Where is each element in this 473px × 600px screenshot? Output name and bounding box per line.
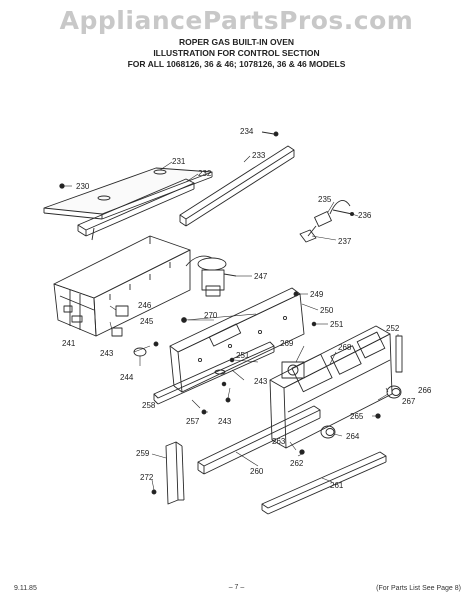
label-252: 252 (386, 324, 400, 333)
leader-lines (64, 155, 399, 491)
label-268: 268 (338, 343, 352, 352)
rail-260 (197, 405, 321, 475)
label-243-low: 243 (218, 417, 232, 426)
label-270: 270 (204, 311, 218, 320)
label-251-right: 251 (330, 320, 344, 329)
label-261: 261 (330, 481, 344, 490)
label-236: 236 (358, 211, 372, 220)
label-257: 257 (186, 417, 200, 426)
thermostat-235 (299, 200, 355, 243)
housing-241 (53, 235, 191, 337)
bracket-259 (165, 441, 185, 505)
knob-266 (386, 385, 402, 399)
label-241: 241 (62, 339, 76, 348)
knob-264 (320, 425, 336, 439)
control-panel-268 (269, 325, 393, 449)
label-267: 267 (402, 397, 416, 406)
label-244: 244 (120, 373, 134, 382)
screw-234 (261, 131, 279, 137)
label-243-mid: 243 (254, 377, 268, 386)
part-labels: 230 231 232 233 234 235 236 237 247 249 … (62, 127, 432, 490)
label-230: 230 (76, 182, 90, 191)
trim-252 (395, 335, 403, 373)
footer-parts-note: (For Parts List See Page 8) (376, 585, 461, 592)
label-265: 265 (350, 412, 364, 421)
clock-269 (281, 361, 305, 379)
label-262: 262 (290, 459, 304, 468)
label-266: 266 (418, 386, 432, 395)
footer-page-number: – 7 – (228, 584, 245, 591)
header-subtitle: ILLUSTRATION FOR CONTROL SECTION (153, 48, 320, 58)
label-245: 245 (140, 317, 154, 326)
label-258: 258 (142, 401, 156, 410)
label-251-mid: 251 (236, 351, 250, 360)
label-235: 235 (318, 195, 332, 204)
bracket-246 (111, 305, 129, 337)
label-237: 237 (338, 237, 352, 246)
label-233: 233 (252, 151, 266, 160)
watermark: AppliancePartsPros.com (59, 6, 414, 35)
label-263: 263 (272, 437, 286, 446)
header-models: FOR ALL 1068126, 36 & 46; 1078126, 36 & … (127, 59, 346, 69)
trim-232 (77, 178, 195, 241)
header-title: ROPER GAS BUILT-IN OVEN (178, 37, 295, 47)
footer-date: 9.11.85 (14, 585, 37, 592)
label-232: 232 (198, 169, 212, 178)
label-272: 272 (140, 473, 154, 482)
knob-244 (133, 341, 159, 357)
label-269: 269 (280, 339, 294, 348)
label-249: 249 (310, 290, 324, 299)
label-246: 246 (138, 301, 152, 310)
label-250: 250 (320, 306, 334, 315)
label-231: 231 (172, 157, 186, 166)
screw-230 (59, 183, 65, 189)
plate-258 (153, 341, 275, 405)
valve-247 (185, 255, 237, 297)
label-260: 260 (250, 467, 264, 476)
label-234: 234 (240, 127, 254, 136)
trim-261 (261, 451, 387, 515)
screw-262 (299, 413, 381, 455)
label-264: 264 (346, 432, 360, 441)
label-243-left: 243 (100, 349, 114, 358)
bar-233 (179, 145, 295, 227)
label-247: 247 (254, 272, 268, 281)
diagram-header: ROPER GAS BUILT-IN OVEN ILLUSTRATION FOR… (0, 37, 473, 70)
label-259: 259 (136, 449, 150, 458)
